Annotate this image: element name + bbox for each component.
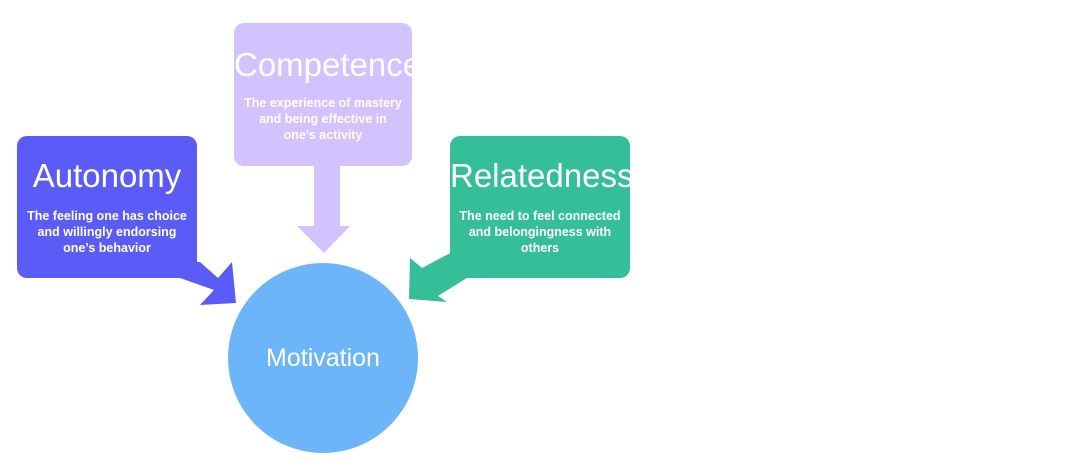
relatedness-title: Relatedness bbox=[450, 157, 634, 194]
relatedness-box: Relatedness The need to feel connected a… bbox=[450, 136, 634, 278]
autonomy-box: Autonomy The feeling one has choice and … bbox=[17, 136, 197, 278]
autonomy-title: Autonomy bbox=[32, 157, 182, 194]
competence-box: Competence The experience of mastery and… bbox=[234, 23, 422, 166]
relatedness-description: The need to feel connected and belonging… bbox=[459, 209, 621, 255]
motivation-circle: Motivation bbox=[228, 263, 418, 453]
competence-description: The experience of mastery and being effe… bbox=[244, 96, 402, 142]
competence-to-motivation-arrow bbox=[297, 166, 350, 253]
competence-title: Competence bbox=[234, 46, 422, 83]
motivation-label: Motivation bbox=[266, 343, 380, 372]
autonomy-description: The feeling one has choice and willingly… bbox=[27, 209, 187, 255]
